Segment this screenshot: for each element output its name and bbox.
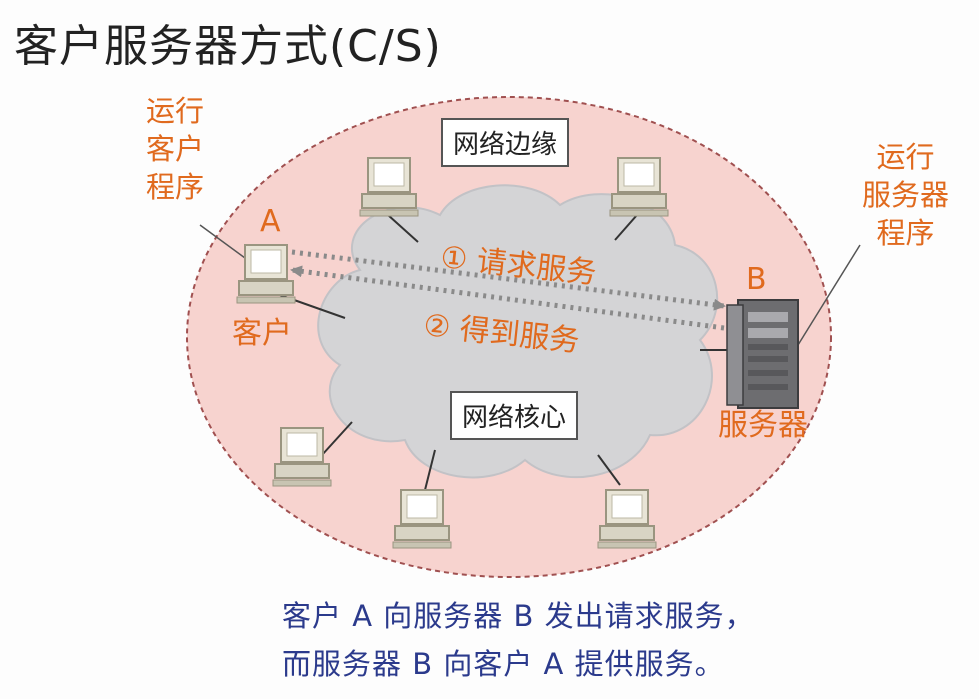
connection-lines xyxy=(279,214,727,491)
caption-line-1: 客户 A 向服务器 B 发出请求服务， xyxy=(282,599,755,633)
computer-icon xyxy=(609,157,669,217)
server-note-pointer xyxy=(797,244,861,346)
caption: 客户 A 向服务器 B 发出请求服务， 而服务器 B 向客户 A 提供服务。 xyxy=(282,592,755,688)
network-core-label: 网络核心 xyxy=(450,391,579,440)
page-title: 客户服务器方式(C/S) xyxy=(14,21,442,72)
host-a-label: A xyxy=(260,204,281,239)
client-note-pointer xyxy=(199,224,246,259)
caption-line-2: 而服务器 B 向客户 A 提供服务。 xyxy=(282,647,725,681)
client-a-computer-icon xyxy=(236,244,296,304)
client-label: 客户 xyxy=(232,316,292,351)
server-b-icon xyxy=(726,299,799,409)
server-program-note: 运行 服务器 程序 xyxy=(862,140,950,250)
host-b-label: B xyxy=(746,262,767,297)
computer-icon xyxy=(359,157,419,217)
computer-icon xyxy=(597,489,657,549)
response-arrow xyxy=(290,265,725,331)
request-arrow xyxy=(291,249,726,311)
server-label: 服务器 xyxy=(718,408,808,443)
client-program-note: 运行 客户 程序 xyxy=(146,94,205,204)
network-core-cloud xyxy=(317,184,719,479)
computer-icon xyxy=(392,489,452,549)
network-edge-label: 网络边缘 xyxy=(441,118,570,167)
computer-icon xyxy=(272,427,332,487)
